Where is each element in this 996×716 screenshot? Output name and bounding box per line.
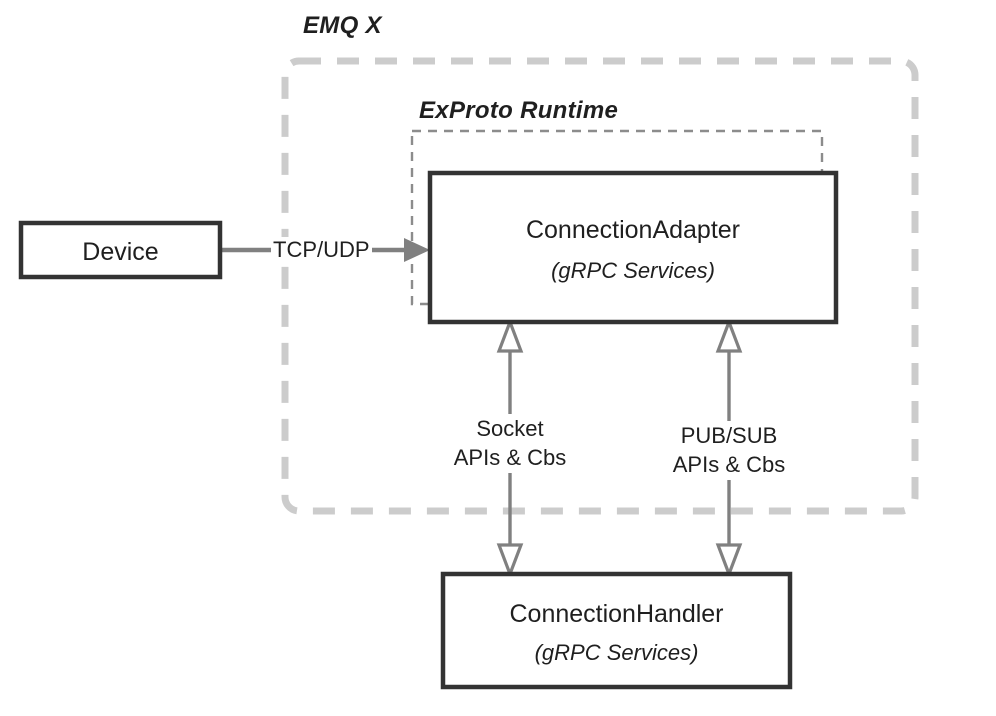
exproto-container-label: ExProto Runtime	[419, 97, 619, 124]
tcp-udp-edge-label: TCP/UDP	[271, 237, 372, 263]
device-node-outline[interactable]	[18, 220, 223, 280]
device-node-text: Device	[21, 236, 220, 270]
connection-adapter-node-text: ConnectionAdapter (gRPC Services)	[430, 214, 836, 285]
emqx-container-outline	[281, 57, 919, 515]
pubsub-edge-label-line1: PUB/SUB	[680, 423, 778, 448]
connection-handler-node-outline[interactable]	[440, 571, 793, 690]
device-adapter-arrowhead-icon	[404, 238, 430, 262]
connection-handler-node-text: ConnectionHandler (gRPC Services)	[443, 598, 790, 667]
pubsub-edge-label-line2: APIs & Cbs	[672, 452, 786, 478]
connection-adapter-node-title: ConnectionAdapter	[525, 216, 741, 244]
socket-edge-label: Socket APIs & Cbs	[420, 414, 600, 473]
pubsub-edge-label: PUB/SUB APIs & Cbs	[639, 421, 819, 480]
emqx-container-label: EMQ X	[303, 12, 382, 39]
pubsub-edge-arrowhead-up-icon	[715, 317, 743, 353]
socket-edge-arrowhead-down-icon	[496, 543, 524, 579]
connection-adapter-node-outline[interactable]	[427, 170, 839, 325]
pubsub-edge-arrowhead-down-icon	[715, 543, 743, 579]
connection-handler-node-subtitle: (gRPC Services)	[534, 639, 699, 665]
connection-handler-node-title: ConnectionHandler	[509, 600, 724, 628]
socket-edge-arrowhead-up-icon	[496, 317, 524, 353]
socket-edge-label-line1: Socket	[476, 416, 544, 441]
socket-edge-label-line2: APIs & Cbs	[453, 445, 567, 471]
connection-adapter-node-subtitle: (gRPC Services)	[551, 257, 715, 283]
device-node-title: Device	[82, 238, 159, 266]
